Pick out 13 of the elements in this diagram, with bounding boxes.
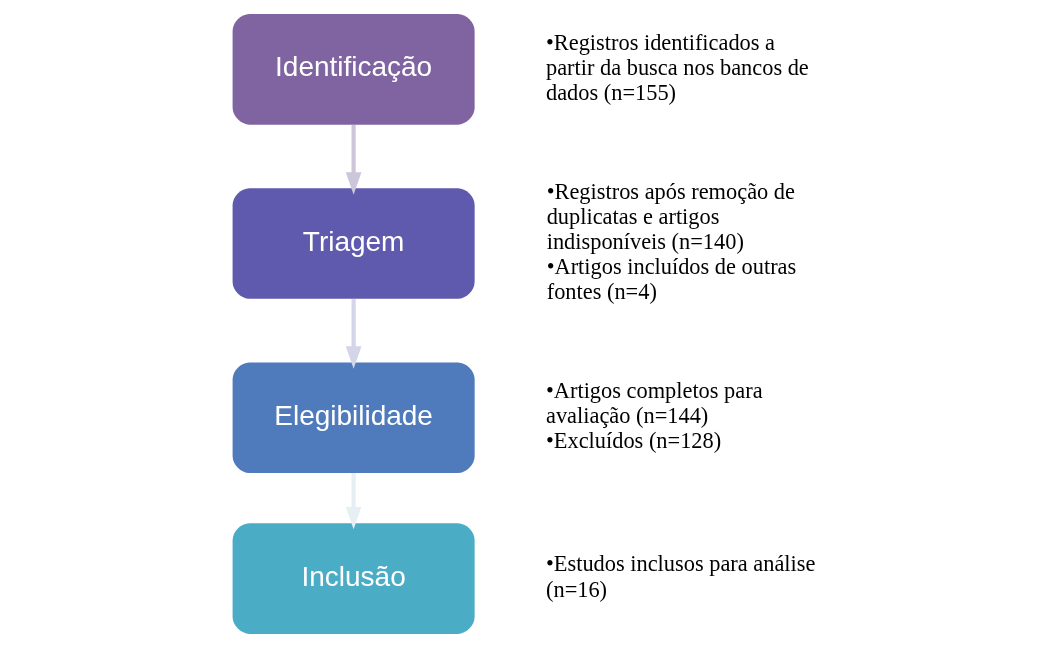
arrow bbox=[345, 125, 361, 195]
node-label: •Excluídos (n=128) bbox=[545, 428, 721, 454]
node-box: Triagem bbox=[232, 188, 475, 299]
node-label: •Artigos incluídos de outras fontes (n=4) bbox=[546, 254, 796, 305]
node-label: •Estudos inclusos para análise (n=16) bbox=[545, 551, 815, 602]
node-label: •Registros após remoção de duplicatas e artigos indisponíveis (n=140) bbox=[546, 178, 795, 254]
node-box: Identificação bbox=[232, 14, 475, 125]
arrow bbox=[345, 299, 361, 369]
arrow bbox=[345, 473, 361, 530]
node-box: Inclusão bbox=[232, 523, 475, 634]
node-box: Elegibilidade bbox=[232, 362, 475, 473]
node-label: •Artigos completos para avaliação (n=144) bbox=[545, 377, 763, 429]
node-label: •Registros identificados a partir da busca nos bancos de dados (n=155) bbox=[545, 29, 809, 105]
